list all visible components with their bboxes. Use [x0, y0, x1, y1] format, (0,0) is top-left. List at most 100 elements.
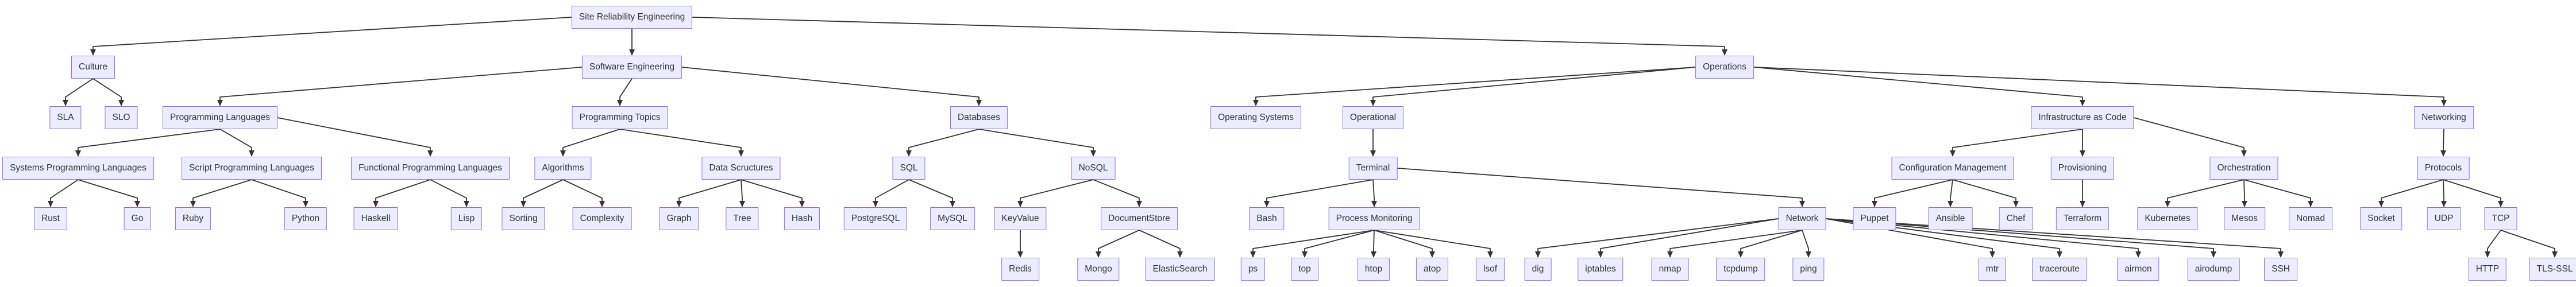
edge-functional-programming-languages-haskell [373, 179, 431, 207]
edge-operations-operating-systems [1253, 67, 1696, 106]
edge-network-traceroute [1826, 218, 2062, 258]
node-functional-programming-languages: Functional Programming Languages [351, 157, 510, 180]
edge-network-nmap [1667, 230, 1803, 258]
node-ps: ps [1240, 258, 1266, 281]
node-chef: Chef [1999, 207, 2033, 230]
node-infrastructure-as-code: Infrastructure as Code [2031, 106, 2134, 129]
edge-algorithms-sorting [520, 179, 564, 207]
edge-tcp-http [2485, 230, 2501, 258]
edge-script-programming-languages-ruby [190, 179, 252, 207]
edge-script-programming-languages-python [251, 179, 308, 207]
edge-software-engineering-databases [681, 67, 982, 106]
edge-data-structures-graph [676, 179, 742, 207]
node-tcp: TCP [2484, 207, 2517, 230]
edge-software-engineering-programming-topics [617, 78, 633, 106]
node-top: top [1291, 258, 1318, 281]
edge-systems-programming-languages-go [78, 179, 140, 207]
node-dig: dig [1524, 258, 1552, 281]
edge-network-ping [1802, 230, 1811, 258]
edge-data-structures-hash [741, 179, 805, 207]
node-nomad: Nomad [2289, 207, 2332, 230]
edge-orchestration-mesos [2242, 179, 2247, 207]
node-programming-topics: Programming Topics [572, 106, 668, 129]
node-iptables: iptables [1578, 258, 1624, 281]
node-mesos: Mesos [2224, 207, 2265, 230]
edge-operations-networking [1753, 67, 2447, 106]
edge-software-engineering-programming-languages [217, 67, 583, 106]
edge-orchestration-nomad [2243, 179, 2313, 207]
edge-sre-operations [692, 17, 1727, 56]
edge-programming-languages-script-programming-languages [219, 129, 254, 157]
node-airodump: airodump [2187, 258, 2240, 281]
node-systems-programming-languages: Systems Programming Languages [2, 157, 154, 180]
edge-nosql-documentstore [1093, 179, 1142, 207]
node-tree: Tree [726, 207, 759, 230]
node-terminal: Terminal [1348, 157, 1398, 180]
edge-programming-topics-data-structures [619, 129, 744, 157]
edge-process-monitoring-lsof [1374, 230, 1493, 258]
node-http: HTTP [2468, 258, 2507, 281]
edge-process-monitoring-ps [1250, 230, 1375, 258]
node-bash: Bash [1249, 207, 1285, 230]
edge-protocols-udp [2441, 179, 2447, 207]
node-hash: Hash [784, 207, 820, 230]
edge-sre-culture [90, 17, 572, 56]
node-operational: Operational [1342, 106, 1404, 129]
edge-terminal-process-monitoring [1371, 179, 1377, 207]
node-nmap: nmap [1651, 258, 1689, 281]
edge-configuration-management-puppet [1872, 179, 1953, 207]
edge-culture-sla [63, 78, 94, 106]
edge-programming-topics-algorithms [560, 129, 620, 157]
node-go: Go [124, 207, 151, 230]
edge-sql-mysql [908, 179, 955, 207]
node-data-structures: Data Scructures [701, 157, 781, 180]
node-tls-ssl: TLS-SSL [2529, 258, 2576, 281]
edge-terminal-bash [1264, 179, 1374, 207]
node-kubernetes: Kubernetes [2137, 207, 2198, 230]
node-network: Network [1778, 207, 1826, 230]
edge-terminal-network [1397, 168, 1805, 207]
node-networking: Networking [2414, 106, 2474, 129]
node-keyvalue: KeyValue [994, 207, 1047, 230]
edge-network-tcpdump [1738, 230, 1803, 258]
node-sla: SLA [49, 106, 82, 129]
node-orchestration: Orchestration [2209, 157, 2278, 180]
node-rust: Rust [34, 207, 67, 230]
edge-protocols-tcp [2443, 179, 2504, 207]
node-atop: atop [1416, 258, 1449, 281]
edge-process-monitoring-top [1302, 230, 1375, 258]
node-elasticsearch: ElasticSearch [1145, 258, 1215, 281]
edge-algorithms-complexity [562, 179, 605, 207]
node-mtr: mtr [1978, 258, 2007, 281]
edge-protocols-socket [2378, 179, 2444, 207]
node-nosql: NoSQL [1071, 157, 1116, 180]
edge-configuration-management-ansible [1948, 179, 1953, 207]
edge-network-ssh [1826, 218, 2284, 258]
node-mysql: MySQL [930, 207, 975, 230]
node-redis: Redis [1001, 258, 1039, 281]
node-socket: Socket [2360, 207, 2403, 230]
node-databases: Databases [950, 106, 1008, 129]
edge-tcp-tls-ssl [2500, 230, 2558, 258]
edge-databases-nosql [978, 129, 1096, 157]
node-sre: Site Reliability Engineering [571, 6, 693, 29]
edge-infrastructure-as-code-configuration-management [1950, 129, 2083, 157]
node-udp: UDP [2427, 207, 2461, 230]
edge-orchestration-kubernetes [2165, 179, 2245, 207]
node-airmon: airmon [2117, 258, 2159, 281]
node-sorting: Sorting [502, 207, 545, 230]
node-ping: ping [1792, 258, 1825, 281]
node-configuration-management: Configuration Management [1891, 157, 2014, 180]
node-process-monitoring: Process Monitoring [1328, 207, 1420, 230]
edge-programming-languages-systems-programming-languages [75, 129, 221, 157]
edge-nosql-keyvalue [1017, 179, 1094, 207]
node-operations: Operations [1695, 56, 1754, 79]
edge-data-structures-tree [739, 179, 745, 207]
edge-documentstore-elasticsearch [1139, 230, 1183, 258]
node-culture: Culture [71, 56, 115, 79]
edge-systems-programming-languages-rust [48, 179, 79, 207]
node-mongo: Mongo [1077, 258, 1120, 281]
edge-network-dig [1535, 218, 1779, 258]
edge-operations-infrastructure-as-code [1753, 67, 2085, 106]
